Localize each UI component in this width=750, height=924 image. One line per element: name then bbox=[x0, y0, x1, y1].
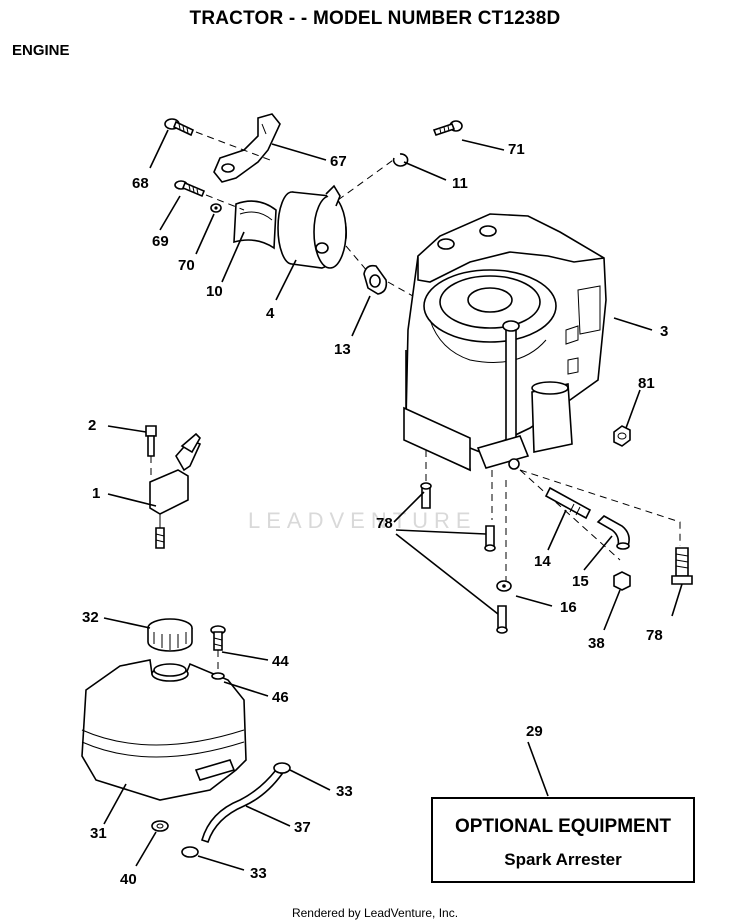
nut-81 bbox=[613, 425, 631, 447]
callout-81: 81 bbox=[638, 375, 655, 392]
elbow-15 bbox=[596, 515, 630, 550]
callout-31: 31 bbox=[90, 825, 107, 842]
callout-67: 67 bbox=[330, 153, 347, 170]
shield-10 bbox=[233, 200, 277, 250]
callout-71: 71 bbox=[508, 141, 525, 158]
bolt-78-lower bbox=[496, 605, 508, 634]
nut-38 bbox=[613, 571, 631, 591]
screw-44 bbox=[210, 625, 226, 651]
bolt-71 bbox=[432, 120, 463, 136]
fuel-cap-32 bbox=[147, 618, 193, 652]
callout-37: 37 bbox=[294, 819, 311, 836]
fuel-tank-31 bbox=[81, 659, 247, 801]
nipple-14 bbox=[544, 486, 592, 520]
muffler-assembly bbox=[164, 113, 463, 301]
fuel-line-37 bbox=[201, 768, 284, 844]
callout-78-engine: 78 bbox=[376, 515, 393, 532]
callout-33-lower: 33 bbox=[250, 865, 267, 882]
optional-equipment-box: OPTIONAL EQUIPMENT Spark Arrester bbox=[431, 797, 695, 883]
bolt-78-right bbox=[671, 547, 693, 585]
clamp-33-lower bbox=[181, 846, 199, 858]
ring-11 bbox=[392, 153, 409, 167]
callout-38: 38 bbox=[588, 635, 605, 652]
callout-16: 16 bbox=[560, 599, 577, 616]
callout-10: 10 bbox=[206, 283, 223, 300]
bolt-78-center bbox=[484, 525, 496, 552]
leader-lines bbox=[103, 129, 683, 871]
callout-32: 32 bbox=[82, 609, 99, 626]
optional-equipment-heading: OPTIONAL EQUIPMENT bbox=[454, 816, 672, 837]
callout-44: 44 bbox=[272, 653, 289, 670]
gasket-13 bbox=[363, 264, 388, 295]
footer-credit: Rendered by LeadVenture, Inc. bbox=[291, 906, 459, 920]
bolt-68 bbox=[164, 118, 195, 137]
muffler-4 bbox=[277, 184, 347, 269]
callout-69: 69 bbox=[152, 233, 169, 250]
callout-68: 68 bbox=[132, 175, 149, 192]
callout-46: 46 bbox=[272, 689, 289, 706]
engine-3 bbox=[403, 213, 681, 590]
spark-arrester-label: Spark Arrester bbox=[504, 850, 622, 869]
bushing-40 bbox=[151, 820, 169, 832]
callout-70: 70 bbox=[178, 257, 195, 274]
callout-11: 11 bbox=[452, 175, 468, 192]
callout-2: 2 bbox=[88, 417, 96, 434]
callout-13: 13 bbox=[334, 341, 351, 358]
callout-29: 29 bbox=[526, 723, 543, 740]
bracket-67 bbox=[213, 113, 281, 183]
callout-1: 1 bbox=[92, 485, 100, 502]
callout-3: 3 bbox=[660, 323, 668, 340]
callout-78-right: 78 bbox=[646, 627, 663, 644]
section-label: ENGINE bbox=[12, 42, 70, 59]
callout-14: 14 bbox=[534, 553, 551, 570]
watermark: LEADVENTURE bbox=[248, 508, 477, 533]
callout-40: 40 bbox=[120, 871, 137, 888]
bolt-78-left bbox=[420, 482, 432, 509]
throttle-control-1 bbox=[149, 432, 202, 549]
clamp-33-upper bbox=[273, 762, 291, 774]
callout-labels: 68 67 71 11 69 70 10 4 13 3 81 2 1 78 14… bbox=[82, 141, 668, 888]
washer-46 bbox=[211, 672, 225, 680]
callout-33-upper: 33 bbox=[336, 783, 353, 800]
callout-15: 15 bbox=[572, 573, 589, 590]
page-title: TRACTOR - - MODEL NUMBER CT1238D bbox=[189, 8, 561, 29]
bolt-69 bbox=[174, 180, 206, 198]
screw-2 bbox=[145, 425, 157, 480]
callout-4: 4 bbox=[266, 305, 275, 322]
